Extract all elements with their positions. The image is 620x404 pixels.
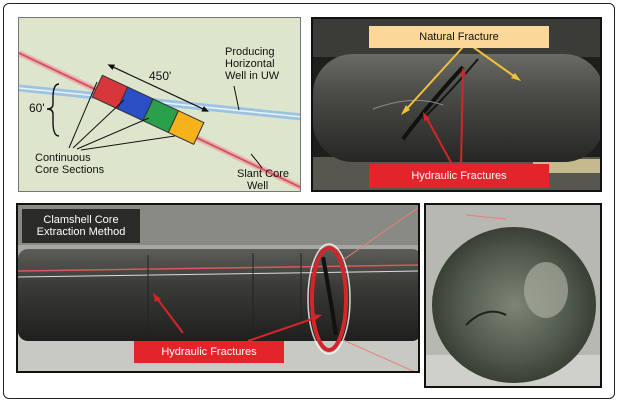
core-section-yellow (167, 110, 205, 145)
fracture-highlight-ellipse (310, 246, 348, 352)
hydraulic-arrow-2 (460, 70, 464, 167)
method-label-line-1: Clamshell Core (43, 214, 119, 226)
producing-well-label-2: Horizontal (225, 58, 275, 70)
hydraulic-fractures-label-bottom: Hydraulic Fractures (134, 341, 284, 363)
natural-fracture-arrow-1 (402, 46, 464, 114)
fracture-crack (401, 65, 465, 141)
clamshell-fracture (321, 256, 338, 336)
hydraulic-arrow-1 (424, 114, 454, 167)
fracture-closeup-photo (424, 203, 602, 388)
clamshell-core-photo: Clamshell Core Extraction Method Hydraul… (16, 203, 420, 373)
method-label: Clamshell Core Extraction Method (22, 209, 140, 243)
length-label: 450' (149, 69, 172, 83)
natural-fracture-arrow-2 (472, 46, 519, 80)
core-face (432, 227, 596, 383)
closeup-drawing (426, 205, 600, 386)
slant-well-label-1: Slant Core (237, 168, 289, 180)
clamshell-core-cylinder (18, 249, 418, 341)
core-sections-label-1: Continuous (35, 152, 91, 164)
natural-fracture-label: Natural Fracture (369, 26, 549, 48)
well-schematic-panel: 450' 60' Continuous Core Sections Produc… (18, 17, 301, 192)
method-label-line-2: Extraction Method (36, 226, 126, 238)
well-schematic-drawing (19, 50, 300, 191)
clam-hydraulic-arrow-1 (155, 296, 184, 334)
core-cylinder (313, 54, 600, 162)
producing-well-label-1: Producing (225, 46, 275, 58)
hydraulic-fractures-label-top: Hydraulic Fractures (369, 164, 549, 188)
slant-well-label-2: Well (247, 180, 269, 192)
height-label: 60' (29, 101, 45, 115)
clam-hydraulic-arrow-2 (247, 316, 319, 342)
height-bracket (46, 83, 60, 137)
natural-fracture-photo: Natural Fracture Hydraulic Fractures (311, 17, 602, 192)
producing-well-label-3: Well in UW (225, 70, 280, 82)
core-sections-label-2: Core Sections (35, 164, 105, 176)
